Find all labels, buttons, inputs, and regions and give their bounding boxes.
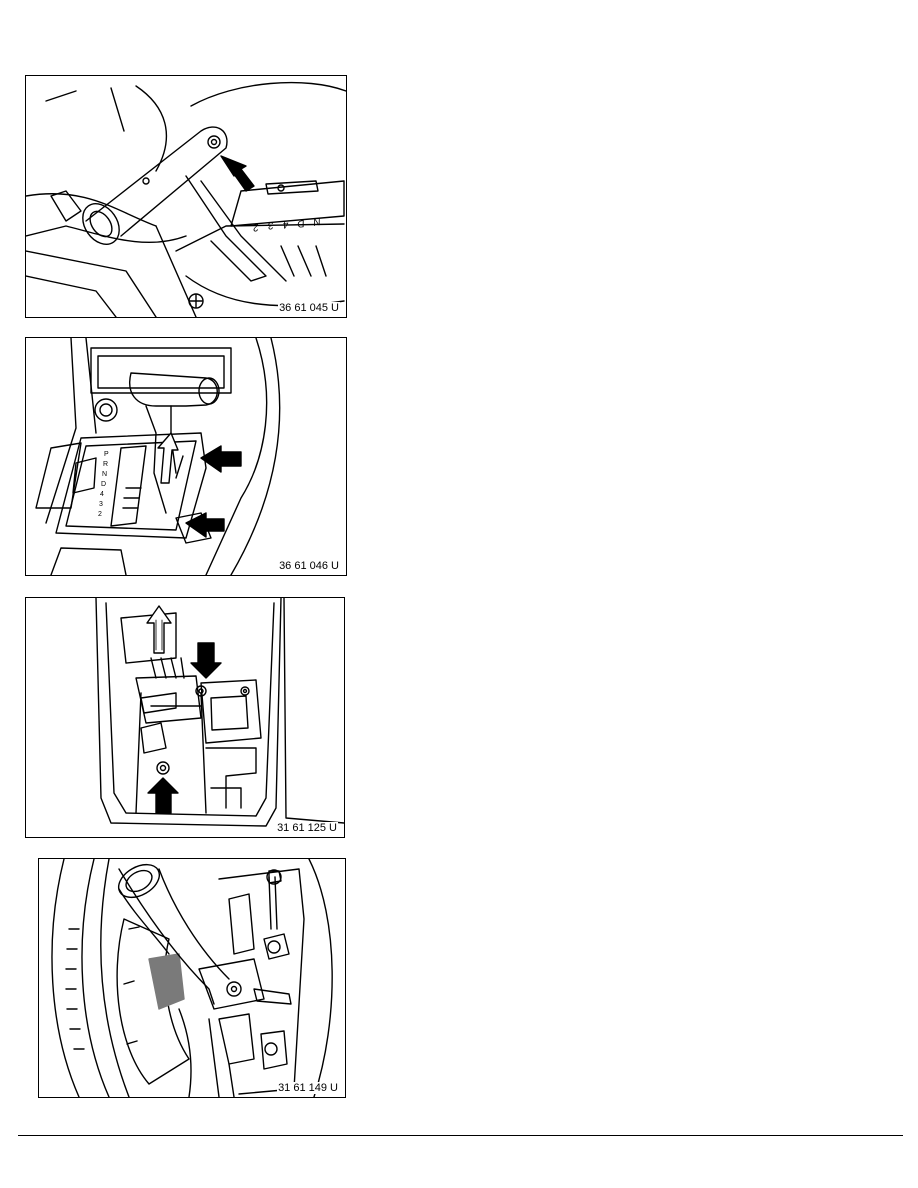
gear-label-4: 4 [282, 218, 290, 230]
gear-label-2: 2 [252, 221, 261, 233]
figure-caption: 36 61 045 U [278, 302, 340, 314]
shift-gate-mechanism-illustration [95, 598, 344, 827]
selector-4: 4 [100, 491, 104, 498]
selector-3: 3 [99, 501, 103, 508]
figure-caption: 31 61 125 U [276, 822, 338, 834]
figure-caption: 36 61 046 U [278, 560, 340, 572]
gear-label-D: D [296, 217, 305, 229]
figure-shift-lever-knob: 2 3 4 D N 36 61 045 U [25, 75, 347, 318]
gear-label-N: N [312, 215, 322, 227]
figure-gear-selector-trim: P R N D 4 3 2 36 61 046 U [25, 337, 347, 576]
shift-lever-knob-illustration: 2 3 4 D N [26, 81, 346, 317]
selector-P: P [104, 451, 109, 458]
figure-shift-gate-mechanism: 31 61 125 U [25, 597, 345, 838]
selector-N: N [102, 471, 107, 478]
figure-caption: 31 61 149 U [277, 1082, 339, 1094]
selector-D: D [101, 481, 106, 488]
figure-shift-cable-linkage: 31 61 149 U [38, 858, 346, 1098]
selector-R: R [103, 461, 108, 468]
footer-rule [18, 1135, 903, 1136]
shift-cable-linkage-illustration [51, 859, 333, 1097]
gear-selector-trim-illustration: P R N D 4 3 2 [35, 338, 281, 575]
selector-2: 2 [98, 511, 102, 518]
